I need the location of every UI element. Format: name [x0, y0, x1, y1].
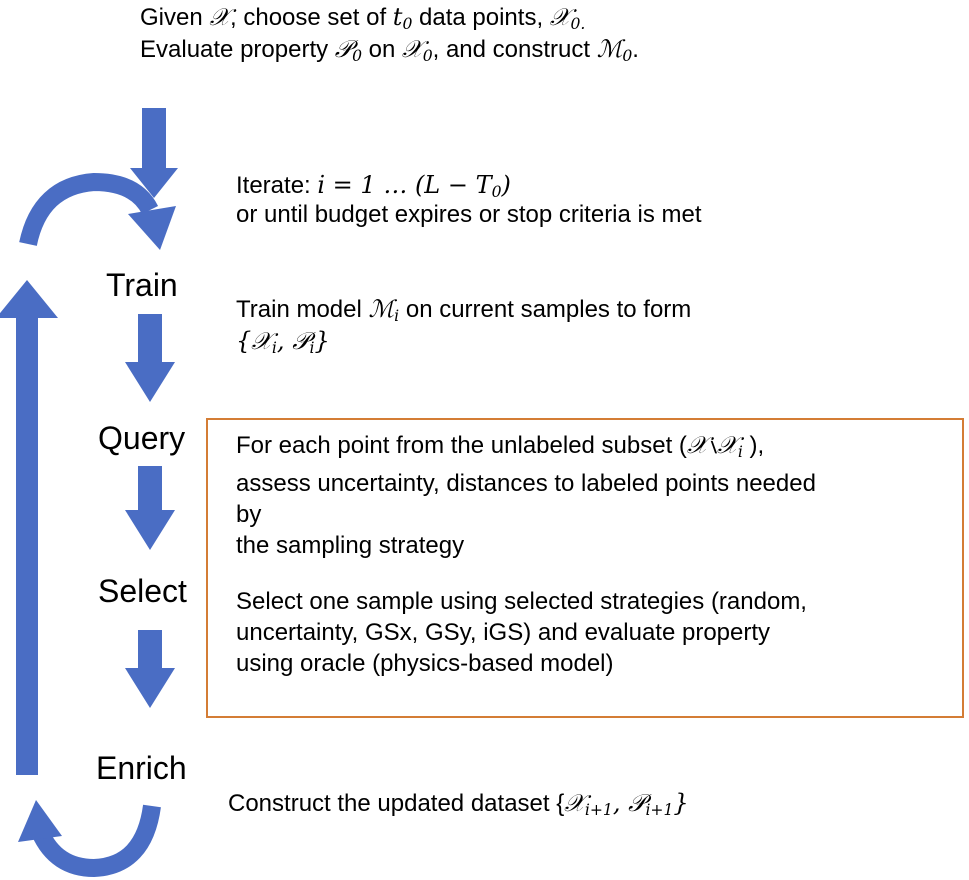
- curved-arrow-bottom-head: [18, 800, 62, 842]
- query-desc: For each point from the unlabeled subset…: [236, 430, 816, 561]
- step-train: Train: [106, 267, 178, 303]
- train-desc-line-1: Train model ℳi on current samples to for…: [236, 295, 692, 325]
- select-desc-line-1: Select one sample using selected strateg…: [236, 588, 807, 615]
- header-line-1: Given 𝒳, choose set of t0 data points, 𝒳…: [140, 3, 586, 33]
- query-desc-line-4: the sampling strategy: [236, 531, 465, 559]
- curved-arrow-top-head: [128, 206, 176, 250]
- curved-arrow-bottom: [31, 804, 161, 878]
- select-desc-line-3: using oracle (physics-based model): [236, 650, 614, 677]
- train-desc-line-2: {𝒳i, 𝒫i}: [236, 327, 330, 357]
- header-line-2: Evaluate property 𝒫0 on 𝒳0, and construc…: [140, 35, 639, 65]
- curved-arrow-top: [19, 172, 159, 247]
- query-select-box: [206, 418, 964, 718]
- query-desc-line-3: by: [236, 500, 262, 528]
- select-desc-line-2: uncertainty, GSx, GSy, iGS) and evaluate…: [236, 619, 771, 646]
- arrow-down-query-select: [125, 466, 175, 550]
- query-desc-line-1: For each point from the unlabeled subset…: [236, 431, 765, 461]
- query-desc-line-2: assess uncertainty, distances to labeled…: [236, 469, 816, 497]
- step-enrich: Enrich: [96, 750, 187, 786]
- enrich-desc: Construct the updated dataset {𝒳i+1, 𝒫i+…: [228, 789, 689, 819]
- arrow-down-start: [130, 108, 178, 198]
- iterate-line-1: Iterate: i = 1 … (L − T0): [236, 171, 511, 201]
- step-select: Select: [98, 573, 187, 609]
- select-desc: Select one sample using selected strateg…: [236, 586, 807, 679]
- step-query: Query: [98, 420, 186, 456]
- arrow-down-select-enrich: [125, 630, 175, 708]
- arrow-up-loop: [0, 280, 58, 775]
- arrow-down-train-query: [125, 314, 175, 402]
- iterate-line-2: or until budget expires or stop criteria…: [236, 201, 702, 228]
